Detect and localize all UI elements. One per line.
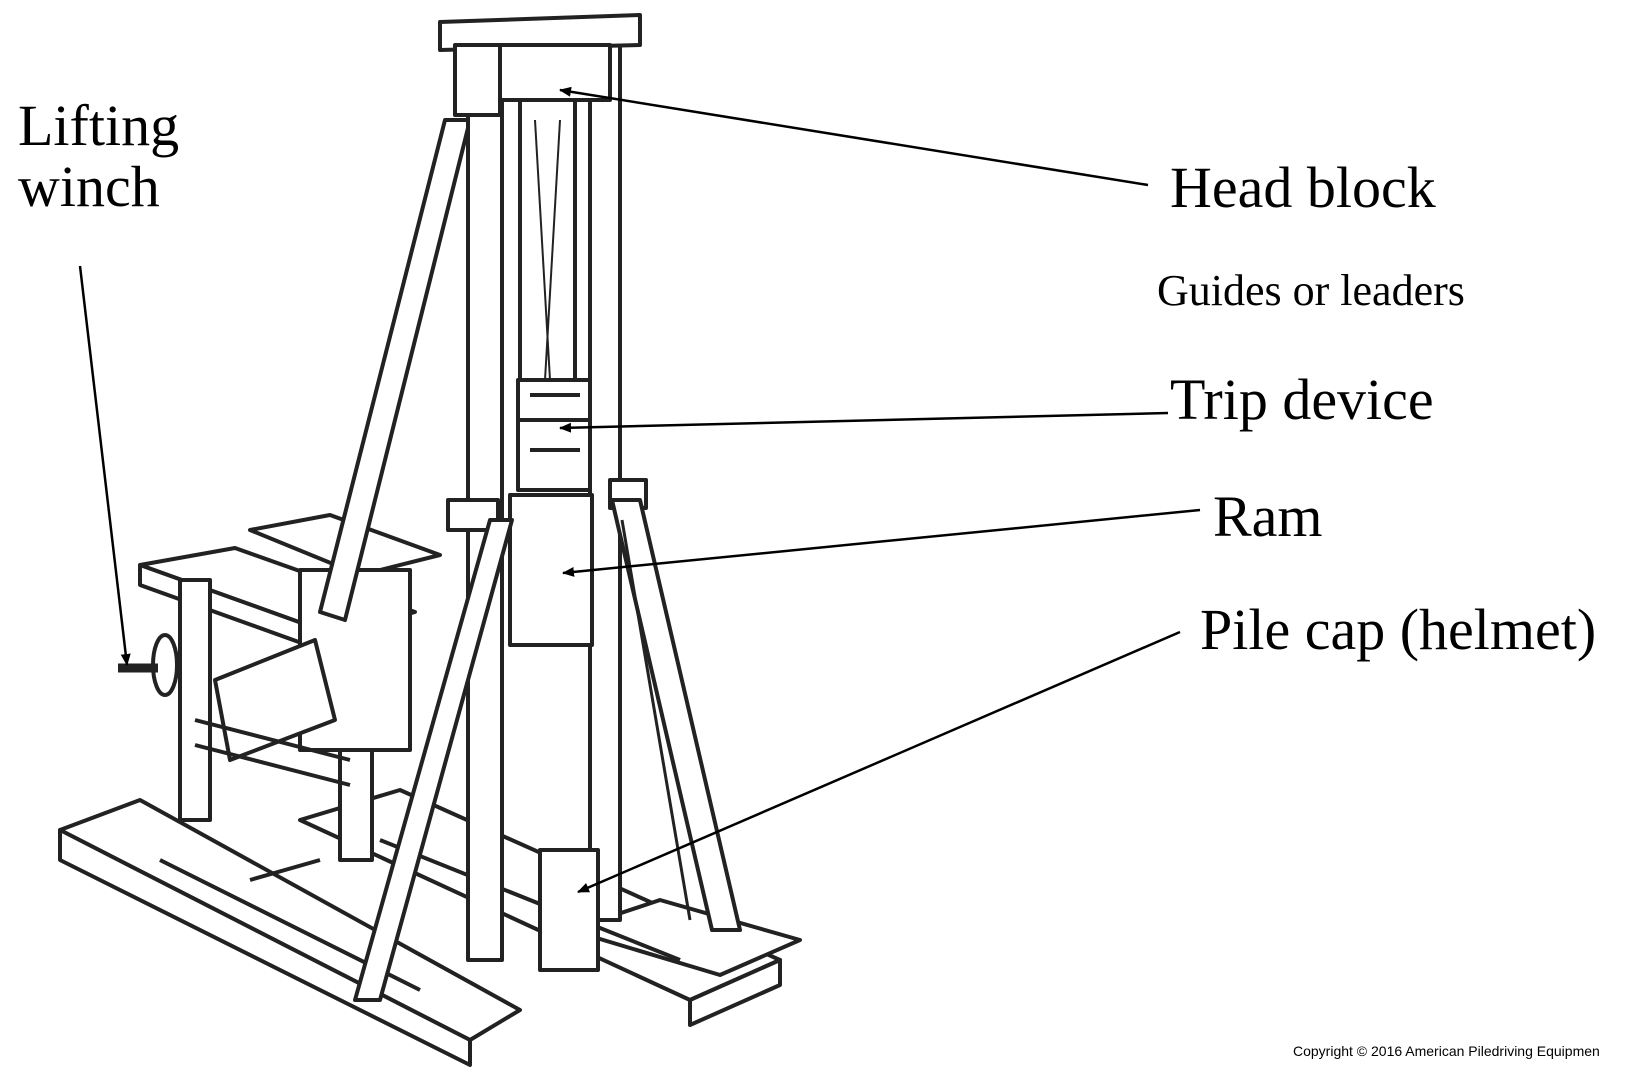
label-guides-or-leaders: Guides or leaders bbox=[1157, 266, 1465, 315]
back-brace bbox=[318, 118, 472, 622]
label-lifting-winch: Lifting winch bbox=[18, 93, 180, 219]
pile-cap-body bbox=[538, 848, 600, 972]
label-ram: Ram bbox=[1213, 484, 1323, 549]
arrow-head-block bbox=[559, 86, 1149, 187]
front-brace-right bbox=[610, 498, 742, 932]
head-block bbox=[438, 13, 642, 117]
arrow-trip-device bbox=[559, 411, 1169, 433]
ram-body bbox=[508, 493, 594, 647]
trip-device bbox=[516, 378, 592, 492]
arrow-pile-cap bbox=[577, 630, 1181, 894]
pile-driver-illustration bbox=[58, 13, 802, 1067]
arrow-ram bbox=[562, 508, 1201, 577]
label-trip-device: Trip device bbox=[1170, 367, 1434, 432]
label-lifting-winch-line1: Lifting bbox=[18, 93, 180, 158]
arrow-lifting-winch bbox=[78, 265, 131, 666]
label-head-block: Head block bbox=[1170, 155, 1436, 220]
label-pile-cap: Pile cap (helmet) bbox=[1200, 597, 1597, 662]
callout-arrows bbox=[78, 86, 1201, 894]
front-brace-left bbox=[353, 518, 514, 1002]
label-lifting-winch-line2: winch bbox=[18, 153, 160, 219]
copyright-notice: Copyright © 2016 American Piledriving Eq… bbox=[1293, 1043, 1600, 1059]
